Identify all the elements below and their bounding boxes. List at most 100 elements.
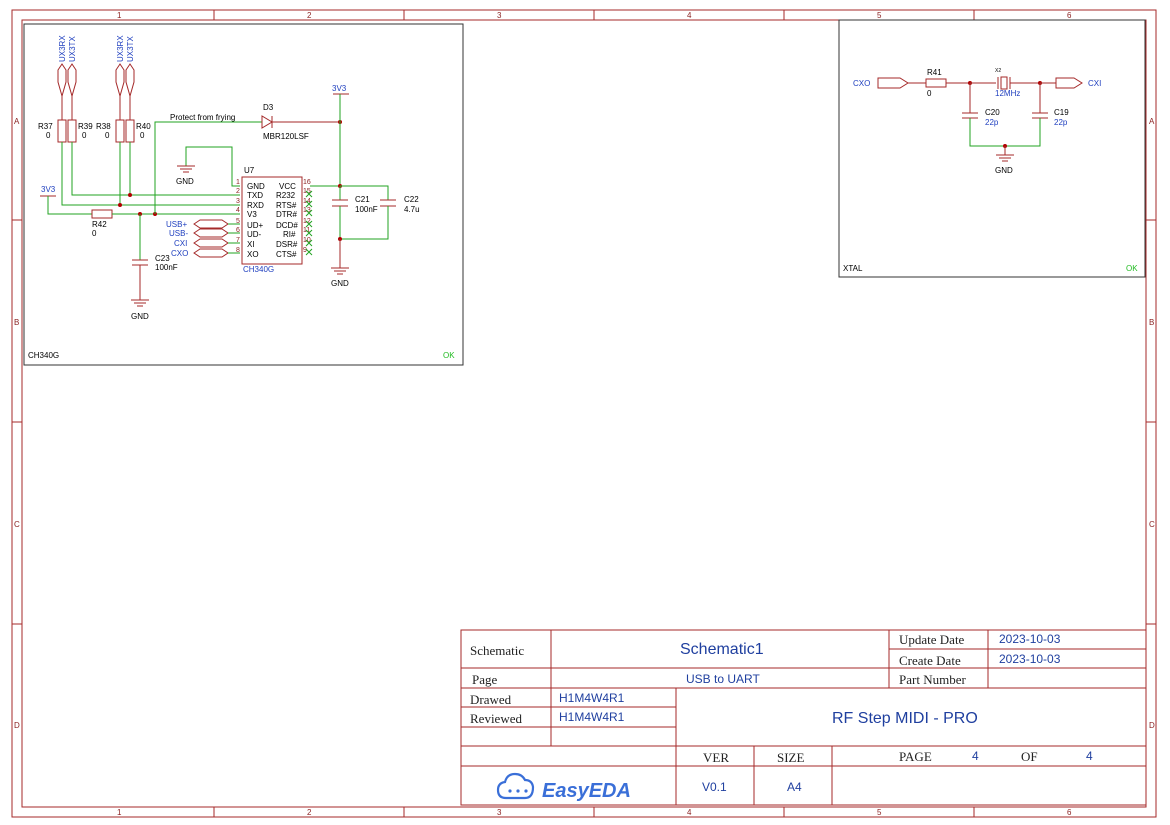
u7-pin-r232: R232	[276, 191, 296, 200]
u7-pin-txd: TXD	[247, 191, 263, 200]
ch340-block: CH340G OK UX3RX UX3TX UX3RX UX3TX R37 0 …	[23, 23, 464, 366]
c23-value: 100nF	[155, 263, 178, 272]
tb-part-label: Part Number	[899, 672, 966, 687]
port-cxi	[193, 238, 229, 248]
xtal-block-title: XTAL	[843, 264, 863, 273]
r40-ref: R40	[136, 122, 151, 131]
crystal-x2	[997, 76, 1011, 90]
u7-right-pins: VCC R232 RTS# DTR# DCD# RI# DSR# CTS# 16…	[276, 179, 311, 259]
rail-3v3-top: 3V3	[332, 84, 347, 93]
inner-frame	[21, 19, 1147, 808]
r38-value: 0	[105, 131, 110, 140]
zone-right-a: A	[1149, 117, 1155, 126]
c21-ref: C21	[355, 195, 370, 204]
zone-bottom-6: 6	[1067, 808, 1072, 817]
tb-reviewed-value: H1M4W4R1	[559, 710, 625, 724]
u7-pin-vcc: VCC	[279, 182, 296, 191]
u7-pnum-16: 16	[303, 179, 311, 186]
zone-markers: 1 2 3 4 5 6 1 2 3 4 5 6 A B C D A B C D	[12, 10, 1156, 817]
tb-create-label: Create Date	[899, 653, 961, 668]
xtal-port-cxo: CXO	[853, 79, 870, 88]
zone-right-c: C	[1149, 520, 1155, 529]
u7-pin-dsr: DSR#	[276, 240, 298, 249]
r37-value: 0	[46, 131, 51, 140]
port-usb-plus	[193, 219, 229, 229]
c21-value: 100nF	[355, 205, 378, 214]
tb-project: RF Step MIDI - PRO	[832, 710, 978, 727]
u7-pin-ri: RI#	[283, 230, 296, 239]
u7-pin-cts: CTS#	[276, 250, 297, 259]
xtal-block: XTAL OK CXO R41 0 X2 12MHz CXI	[838, 19, 1146, 278]
tb-schematic-label: Schematic	[470, 643, 524, 658]
zone-top-2: 2	[307, 11, 312, 20]
c19-ref: C19	[1054, 108, 1069, 117]
zone-top-6: 6	[1067, 11, 1072, 20]
u7-pin-dtr: DTR#	[276, 210, 297, 219]
c20-value: 22p	[985, 118, 999, 127]
xtal-port-cxi: CXI	[1088, 79, 1101, 88]
resistor-r41	[925, 78, 947, 88]
tb-drawed-label: Drawed	[470, 692, 512, 707]
net-flag-ux3rx-1	[57, 63, 67, 98]
tb-pg-value: 4	[972, 749, 979, 763]
u7-pin-xi: XI	[247, 240, 255, 249]
net-flag-ux3rx-2	[115, 63, 125, 98]
r39-value: 0	[82, 131, 87, 140]
c22-value: 4.7u	[404, 205, 420, 214]
zone-bottom-2: 2	[307, 808, 312, 817]
u7-pnum-4: 4	[236, 207, 240, 214]
port-xtal-cxo	[877, 77, 909, 89]
zone-top-5: 5	[877, 11, 882, 20]
tb-schematic-value: Schematic1	[680, 641, 764, 658]
u7-pnum-9: 9	[303, 247, 307, 254]
u7-pnum-5: 5	[236, 218, 240, 225]
xtal-block-border	[838, 19, 1146, 278]
zone-bottom-1: 1	[117, 808, 122, 817]
u7-pin-xo: XO	[247, 250, 259, 259]
u7-pnum-6: 6	[236, 227, 240, 234]
r41-value: 0	[927, 89, 932, 98]
u7-pin-dcd: DCD#	[276, 221, 298, 230]
net-flag-ux3tx-2	[125, 63, 135, 98]
tb-page-value: USB to UART	[686, 672, 760, 686]
gnd-u7: GND	[176, 177, 194, 186]
port-label-usb-plus: USB+	[166, 220, 187, 229]
resistor-r39	[67, 119, 77, 143]
net-label-ux3tx-1: UX3TX	[68, 36, 77, 62]
outer-frame	[11, 9, 1157, 818]
resistor-r40	[125, 119, 135, 143]
ch340-block-title: CH340G	[28, 351, 59, 360]
d3-value: MBR120LSF	[263, 132, 309, 141]
u7-pin-udp: UD+	[247, 221, 264, 230]
port-usb-minus	[193, 228, 229, 238]
ic-u7	[241, 176, 303, 265]
gnd-c23: GND	[131, 312, 149, 321]
resistor-r38	[115, 119, 125, 143]
u7-pin-rts: RTS#	[276, 201, 297, 210]
u7-pin-rxd: RXD	[247, 201, 264, 210]
protect-note: Protect from frying	[170, 113, 235, 122]
zone-right-b: B	[1149, 318, 1154, 327]
net-label-ux3rx-2: UX3RX	[116, 35, 125, 62]
c22-ref: C22	[404, 195, 419, 204]
easyeda-logo: EasyEDA	[496, 772, 631, 802]
tb-ver-label: VER	[703, 750, 729, 765]
port-label-usb-minus: USB-	[169, 229, 188, 238]
tb-size-value: A4	[787, 780, 802, 794]
zone-left-d: D	[14, 721, 20, 730]
tb-pg-label: PAGE	[899, 749, 932, 764]
c20-ref: C20	[985, 108, 1000, 117]
port-xtal-cxi	[1055, 77, 1083, 89]
r37-ref: R37	[38, 122, 53, 131]
zone-left-c: C	[14, 520, 20, 529]
tb-reviewed-label: Reviewed	[470, 711, 522, 726]
c19-value: 22p	[1054, 118, 1068, 127]
r41-ref: R41	[927, 68, 942, 77]
net-label-ux3tx-2: UX3TX	[126, 36, 135, 62]
u7-ref: U7	[244, 166, 255, 175]
u7-pnum-8: 8	[236, 247, 240, 254]
u7-name: CH340G	[243, 265, 274, 274]
zone-left-a: A	[14, 117, 20, 126]
diode-d3	[261, 115, 273, 129]
